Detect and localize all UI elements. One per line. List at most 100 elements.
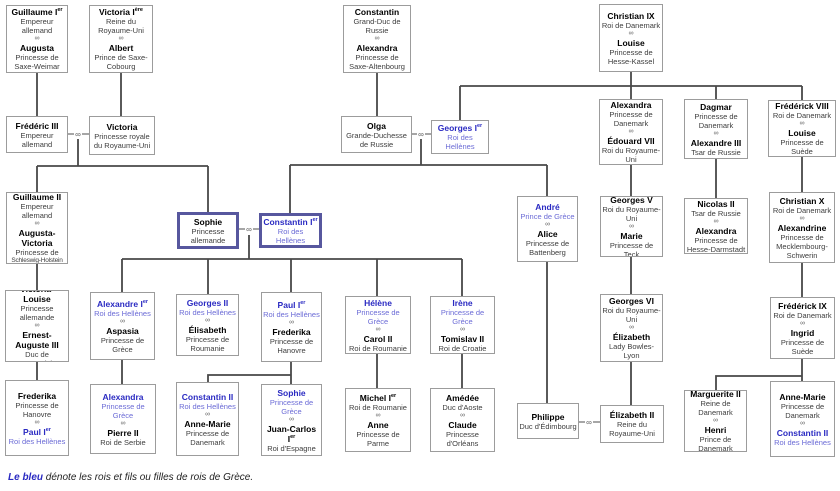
person-name: Victoria [106, 121, 138, 132]
person-title: Roi de Danemark [772, 205, 832, 215]
person-name: Alexandra [695, 225, 737, 236]
person-name: Frédérick IX [778, 300, 827, 311]
person-name: Élisabeth [188, 324, 227, 335]
marriage-symbol: ∞ [628, 128, 634, 135]
person-name: Georges V [610, 196, 653, 205]
person-title: Roi de Danemark [772, 111, 832, 120]
person-name: Constantin [354, 7, 400, 17]
person-title: Princesse de Danemark [185, 428, 230, 447]
person-name: Claude [448, 419, 477, 430]
person-name: Constantin Ier [263, 216, 318, 227]
person-title: Princesse d'Orléans [446, 429, 479, 448]
marriage-symbol: ∞ [34, 418, 40, 426]
person-name: Anne [367, 419, 389, 430]
marriage-symbol: ∞ [120, 317, 125, 325]
person-title: Princesse royale du Royaume-Uni [93, 131, 151, 150]
person-name: Alexandra [356, 43, 398, 53]
marriage-symbol: ∞ [545, 220, 550, 228]
person-name: Sophie [277, 387, 306, 398]
person-title: Princesse de Saxe-Weimar [14, 53, 60, 71]
person-title: Roi des Hellènes [445, 133, 475, 151]
marriage-symbol: ∞ [629, 324, 634, 331]
person-title: Princesse de Danemark [694, 111, 738, 130]
person-title: Roi de Croatie [438, 343, 487, 353]
person-name: Élizabeth [612, 332, 651, 342]
marriage-symbol: ∞ [628, 29, 634, 37]
person-name: Édouard VII [607, 136, 655, 146]
person-name: Alexandrine [777, 222, 827, 233]
person-name: Dagmar [700, 101, 732, 112]
person-title: Princesse de Danemark [780, 401, 825, 420]
marriage-symbol: ∞ [118, 35, 124, 42]
person-name: Louise [788, 128, 816, 138]
person-title: Grande-Duchesse de Russie [346, 130, 407, 149]
person-name: Augusta [20, 43, 54, 53]
marriage-symbol: ∞ [800, 319, 805, 327]
marriage-symbol: ∞ [713, 217, 719, 225]
person-title: Princesse de Grèce [101, 401, 145, 420]
person-title: Princesse de Battenberg [525, 238, 570, 257]
person-name: Alexandre III [690, 137, 742, 148]
person-title: Roi des Hellènes [275, 226, 306, 245]
person-name: Georges Ier [437, 123, 483, 133]
person-title: Tsar de Russie [691, 147, 741, 157]
person-title: Roi des Hellènes [263, 309, 320, 319]
person-title: Roi de Roumanie [349, 402, 407, 412]
person-name: Alice [537, 228, 558, 239]
person-name: Georges VI [609, 296, 654, 306]
person-name: Pierre II [107, 427, 139, 438]
person-title: Princesse de Grèce [440, 307, 485, 326]
person-name: Irène [452, 297, 473, 308]
person-title: Princesse de Grèce [269, 397, 314, 416]
marriage-symbol: ∞ [418, 130, 424, 139]
marriage-symbol: ∞ [34, 219, 40, 227]
person-title: Roi de Roumanie [349, 343, 407, 353]
person-name: Olga [367, 120, 386, 131]
marriage-symbol: ∞ [375, 325, 381, 333]
person-title: Princesse de Hesse-Kassel [607, 47, 655, 66]
marriage-symbol: ∞ [205, 410, 210, 418]
marriage-symbol: ∞ [713, 417, 718, 424]
person-title: Grand-Duc de Russie [353, 17, 401, 35]
person-name: Sophie [193, 216, 223, 227]
person-title: Lady Bowles-Lyon [608, 342, 655, 360]
marriage-symbol: ∞ [460, 411, 465, 419]
marriage-symbol: ∞ [34, 35, 40, 42]
marriage-symbol: ∞ [289, 318, 294, 326]
person-name: Élizabeth II [609, 410, 655, 420]
person-title: Princesse de Teck [609, 240, 654, 257]
person-name: Augusta-Victoria [18, 227, 56, 248]
person-name: Philippe [531, 411, 565, 422]
person-name: Tomislav II [440, 333, 485, 344]
person-name: Frederika [272, 326, 311, 337]
person-name: Ingrid [790, 327, 815, 338]
marriage-symbol: ∞ [246, 225, 252, 234]
person-name: Alexandra [102, 391, 144, 402]
person-title: Princesse de Hanovre [269, 336, 314, 355]
person-title: Prince de Danemark [698, 435, 733, 452]
person-title: Roi des Hellènes [179, 401, 236, 411]
person-name: Michel Ier [359, 392, 397, 403]
person-name: Christian X [779, 195, 825, 206]
person-title: Princesse allemande [190, 226, 226, 245]
person-title: Roi du Royaume-Uni [601, 146, 661, 164]
person-name: Henri [704, 425, 727, 435]
person-title: Reine du Royaume-Uni [609, 420, 655, 438]
person-name: Alexandre Ier [96, 298, 149, 309]
person-title: Princesse de Danemark [609, 110, 653, 128]
person-title: Tsar de Russie [691, 208, 741, 218]
